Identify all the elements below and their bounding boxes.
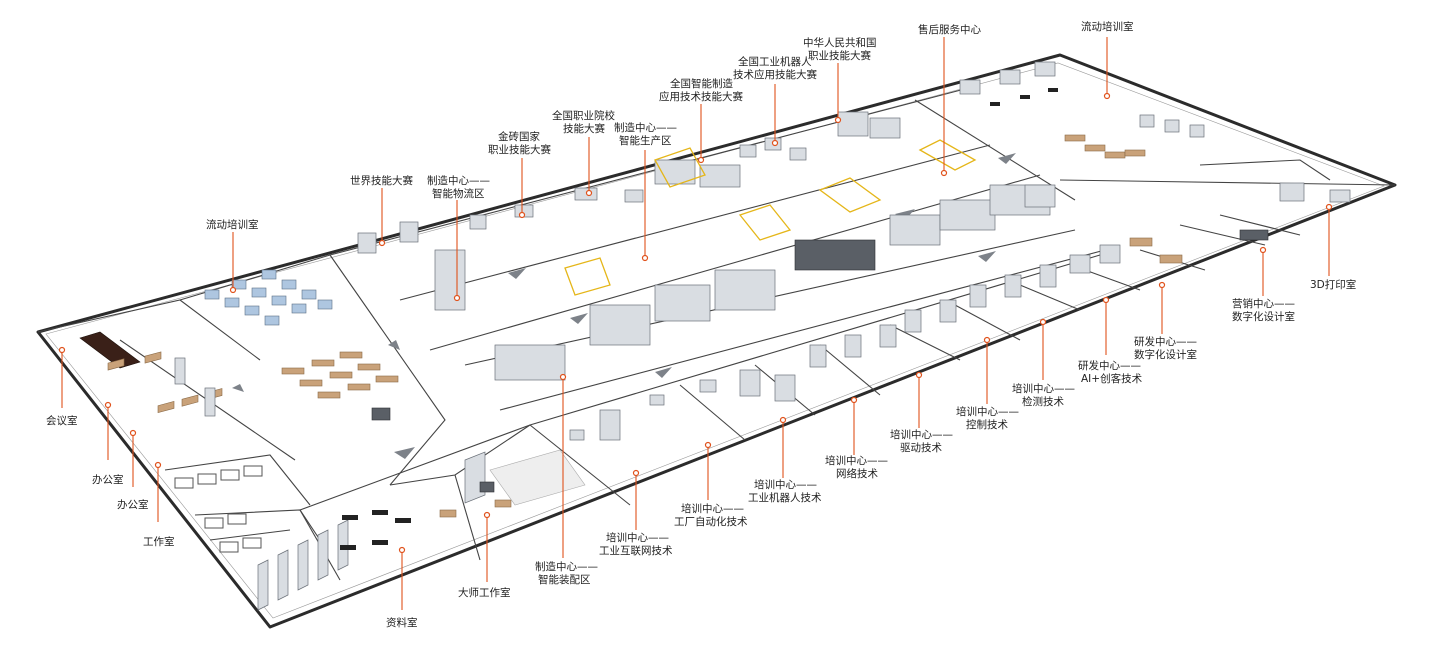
label-logistics: 制造中心—— 智能物流区 xyxy=(427,174,493,200)
label-robot-tech: 培训中心—— 工业机器人技术 xyxy=(748,478,822,504)
label-network: 培训中心—— 网络技术 xyxy=(825,454,891,480)
label-assembly: 制造中心—— 智能装配区 xyxy=(535,560,601,586)
label-3d-print: 3D打印室 xyxy=(1310,278,1356,291)
label-rnd-ai: 研发中心—— AI+创客技术 xyxy=(1078,359,1144,385)
label-flow-training-left: 流动培训室 xyxy=(206,218,259,231)
master-studio xyxy=(439,449,586,518)
label-drive: 培训中心—— 驱动技术 xyxy=(890,428,956,454)
label-inspection: 培训中心—— 检测技术 xyxy=(1012,382,1078,408)
label-voc-college: 全国职业院校 技能大赛 xyxy=(552,109,618,135)
label-iiot: 培训中心—— 工业互联网技术 xyxy=(599,531,673,557)
label-control: 培训中心—— 控制技术 xyxy=(956,405,1022,431)
label-smart-mfg-contest: 全国智能制造 应用技术技能大赛 xyxy=(659,77,743,103)
label-archive: 资料室 xyxy=(386,616,418,629)
production-lines xyxy=(494,184,1056,381)
label-master-studio: 大师工作室 xyxy=(458,586,511,599)
label-marketing: 营销中心—— 数字化设计室 xyxy=(1232,297,1298,323)
flow-training-room-left xyxy=(204,269,399,421)
training-stations xyxy=(569,237,1183,441)
label-rnd-digital: 研发中心—— 数字化设计室 xyxy=(1134,335,1200,361)
archive-shelves xyxy=(257,510,411,611)
floor-arrows xyxy=(232,153,1016,459)
safety-fenced-cells xyxy=(564,139,977,296)
label-prc-contest: 中华人民共和国 职业技能大赛 xyxy=(803,36,880,62)
leader-dots xyxy=(58,92,1333,554)
office-desks xyxy=(107,351,223,417)
meeting-table xyxy=(79,331,141,369)
label-flow-training-right: 流动培训室 xyxy=(1081,20,1134,33)
label-jinzhuan: 金砖国家 职业技能大赛 xyxy=(488,130,551,156)
label-office-2: 办公室 xyxy=(117,498,149,511)
label-world-skills: 世界技能大赛 xyxy=(350,174,413,187)
label-workroom: 工作室 xyxy=(143,535,175,548)
right-rooms-furniture xyxy=(990,88,1351,241)
label-office-1: 办公室 xyxy=(92,473,124,486)
label-meeting-room: 会议室 xyxy=(46,414,78,427)
workroom-booths xyxy=(174,465,263,553)
label-factory-automation: 培训中心—— 工厂自动化技术 xyxy=(674,502,748,528)
label-smart-production: 制造中心—— 智能生产区 xyxy=(614,121,680,147)
label-after-sales: 售后服务中心 xyxy=(918,23,981,36)
label-robot-contest: 全国工业机器人 技术应用技能大赛 xyxy=(733,55,817,81)
zone-labels: 会议室 办公室 办公室 工作室 资料室 大师工作室 制造中心—— 智能装配区 培… xyxy=(46,20,1356,629)
leader-lines xyxy=(61,37,1330,610)
